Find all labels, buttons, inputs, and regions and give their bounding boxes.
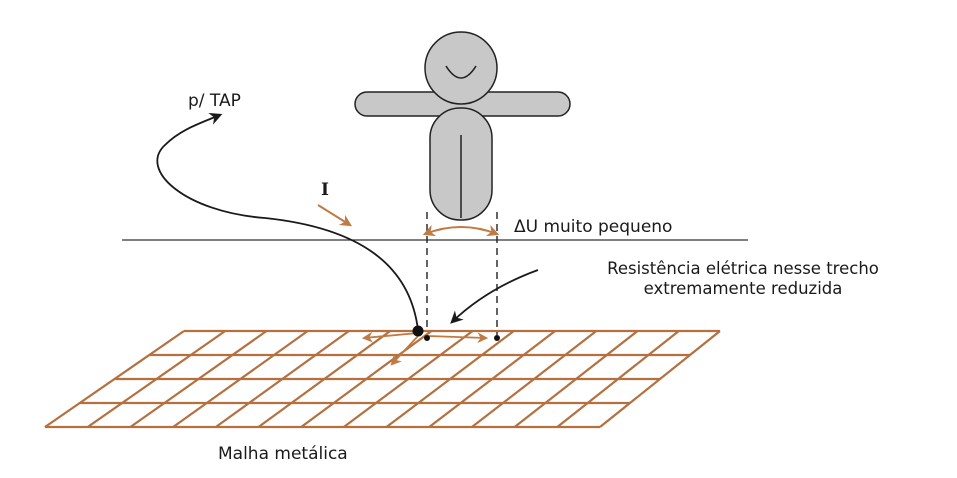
mesh-line bbox=[257, 330, 391, 428]
mesh-line bbox=[385, 330, 515, 428]
resistance-pointer-arrow bbox=[450, 269, 539, 324]
mesh-line bbox=[513, 330, 639, 428]
mesh-line bbox=[343, 330, 474, 428]
right-foot-point bbox=[494, 335, 500, 341]
mesh-label: Malha metálica bbox=[218, 444, 348, 464]
person-head bbox=[424, 31, 498, 105]
current-arrow bbox=[317, 204, 353, 227]
mesh-current-arrows bbox=[361, 331, 489, 366]
mesh-line bbox=[428, 330, 556, 428]
person-smile bbox=[445, 65, 477, 79]
mesh-line bbox=[172, 330, 309, 428]
tap-label: p/ TAP bbox=[188, 91, 241, 111]
mesh-line bbox=[300, 330, 433, 428]
mesh-line bbox=[44, 330, 185, 428]
mesh-line bbox=[471, 330, 597, 428]
resistance-label-line1: Resistência elétrica nesse trecho bbox=[607, 259, 879, 278]
current-label: I bbox=[321, 180, 329, 200]
left-foot-point bbox=[424, 335, 430, 341]
mesh-line bbox=[599, 330, 721, 428]
mesh-line bbox=[556, 330, 680, 428]
delta-u-arrow bbox=[422, 224, 500, 237]
mesh-line bbox=[129, 330, 268, 428]
mesh-line bbox=[87, 330, 226, 428]
delta-u-label: ΔU muito pequeno bbox=[514, 217, 672, 237]
tap-conductor-curve bbox=[156, 112, 419, 331]
person-figure bbox=[354, 31, 571, 221]
ground-connection-point bbox=[412, 325, 424, 337]
resistance-label-line2: extremamente reduzida bbox=[644, 279, 843, 298]
mesh-line bbox=[215, 330, 350, 428]
metal-mesh bbox=[44, 329, 721, 429]
